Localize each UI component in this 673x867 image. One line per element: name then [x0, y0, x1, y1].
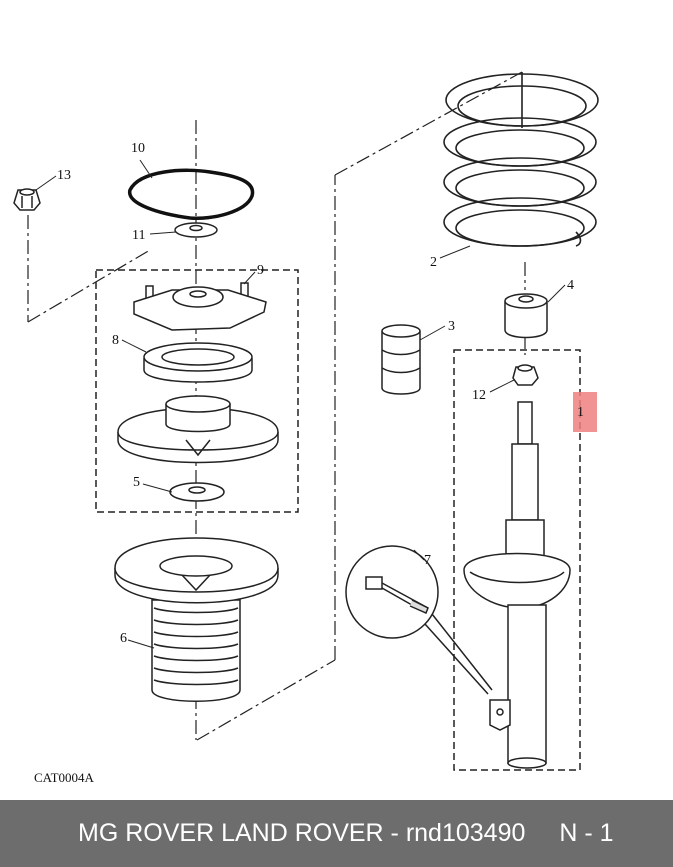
- callout-11: 11: [132, 228, 145, 243]
- callout-2: 2: [430, 255, 437, 270]
- dust-boot-6: [114, 537, 279, 702]
- assembly-box-9: [95, 269, 299, 513]
- callout-3: 3: [448, 319, 455, 334]
- callout-13: 13: [57, 168, 71, 183]
- callout-9: 9: [257, 263, 264, 278]
- footer-page-number: N - 1: [559, 819, 614, 847]
- nut-12: [512, 364, 539, 386]
- callout-10: 10: [131, 141, 145, 156]
- bearing-8: [143, 342, 253, 383]
- callout-6: 6: [120, 631, 127, 646]
- footer-title: MG ROVER LAND ROVER - rnd103490: [78, 819, 526, 847]
- callout-7: 7: [424, 553, 431, 568]
- callout-1: 1: [577, 405, 584, 420]
- callout-12: 12: [472, 388, 486, 403]
- strut-1: [463, 401, 571, 769]
- washer-5: [169, 482, 225, 502]
- coil-spring-2: [443, 72, 599, 247]
- washer-11: [174, 222, 218, 238]
- assembly-box-1: [453, 349, 581, 771]
- callout-4: 4: [567, 278, 574, 293]
- leader-lines: [35, 159, 566, 649]
- insulator-4: [504, 293, 548, 339]
- callout-5: 5: [133, 475, 140, 490]
- highlight-callout-1: [573, 392, 597, 432]
- top-mount-9: [133, 282, 267, 331]
- nut-13: [13, 188, 41, 211]
- bolt-detail-7: [345, 545, 493, 695]
- upper-spring-seat: [117, 395, 279, 464]
- catalog-reference: CAT0004A: [34, 770, 95, 785]
- exploded-parts-diagram: 1 2 3 4 5 6 7 8 9 10 11 12 13 CAT0004A: [13, 71, 599, 785]
- footer-bar: MG ROVER LAND ROVER - rnd103490 N - 1: [0, 800, 673, 867]
- callout-8: 8: [112, 333, 119, 348]
- bump-stop-3: [381, 324, 421, 395]
- gasket-ring-10: [128, 168, 255, 221]
